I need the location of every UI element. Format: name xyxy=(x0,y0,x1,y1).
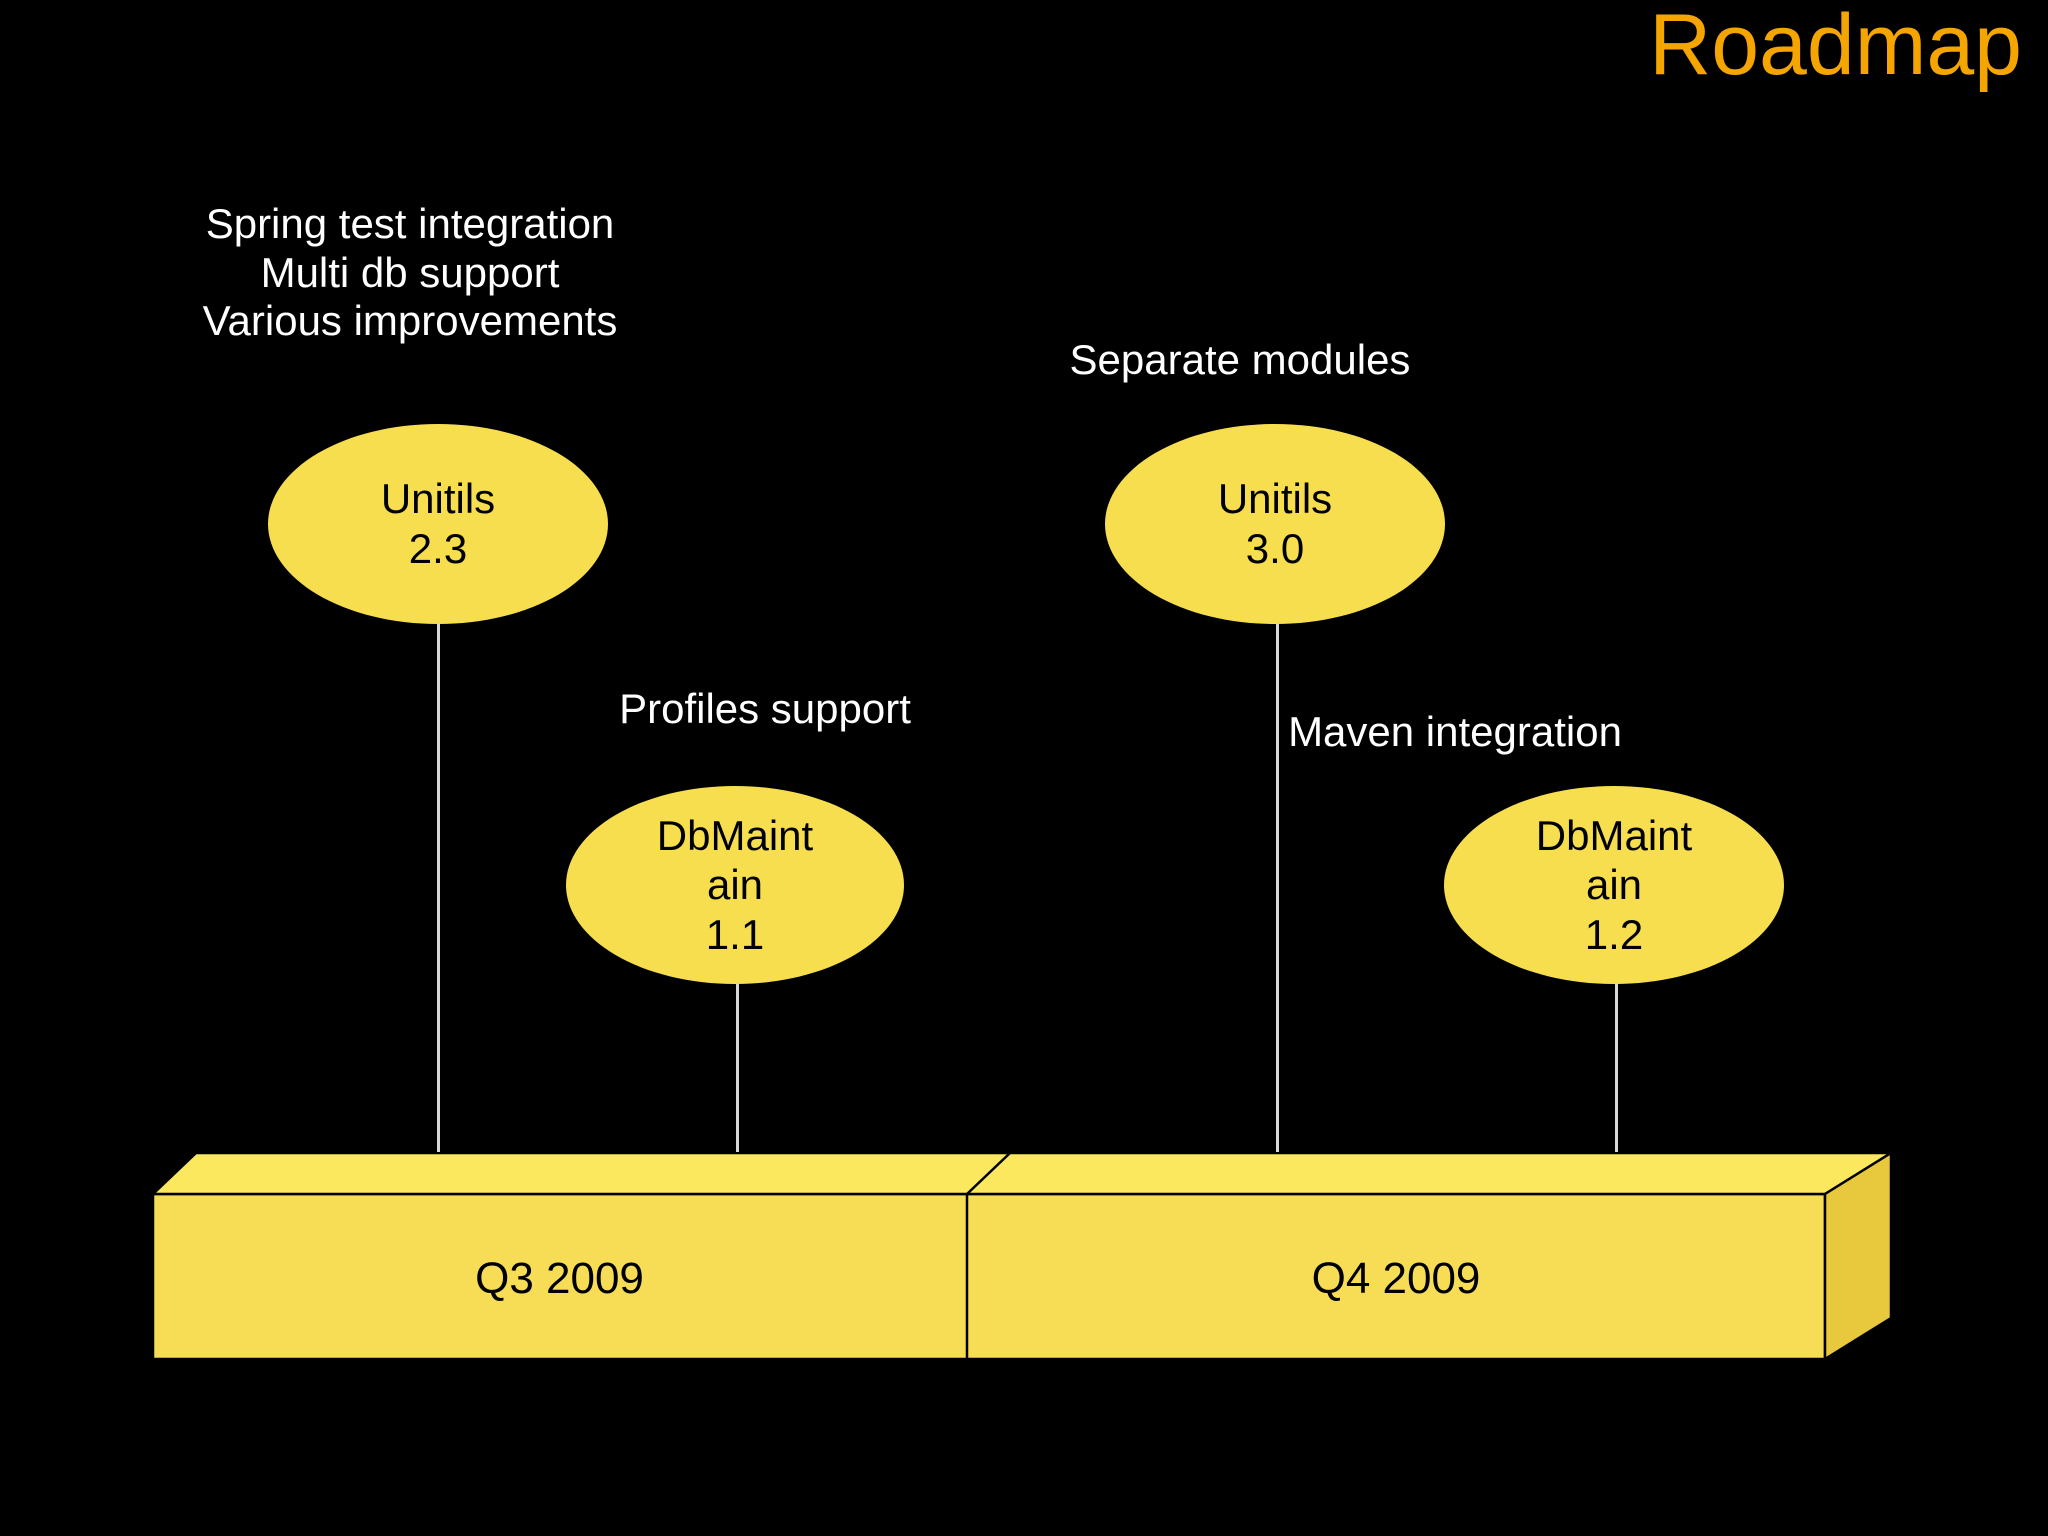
milestone-version: 2.3 xyxy=(408,525,468,572)
timeline-svg xyxy=(152,1152,1892,1360)
milestone-dbmaintain-11[interactable]: DbMaint ain 1.1 xyxy=(566,786,904,984)
milestone-unitils-30[interactable]: Unitils 3.0 xyxy=(1105,424,1445,624)
milestone-version: 1.2 xyxy=(1584,910,1644,958)
dbmaintain-11-callout: Profiles support xyxy=(525,685,1005,734)
timeline-segment-q4-label: Q4 2009 xyxy=(1311,1254,1481,1303)
timeline-top-face xyxy=(152,1152,1892,1196)
timeline-side-face xyxy=(1823,1152,1892,1360)
milestone-product-cont: ain xyxy=(1585,861,1643,909)
callout-line: Various improvements xyxy=(202,297,618,345)
timeline-segment-q3-label: Q3 2009 xyxy=(475,1254,644,1303)
milestone-product-cont: ain xyxy=(706,861,764,909)
timeline-bar: Q3 2009 Q4 2009 xyxy=(152,1152,1892,1360)
milestone-product: DbMaint xyxy=(656,811,814,859)
callout-line: Multi db support xyxy=(260,248,560,296)
milestone-product: Unitils xyxy=(1217,475,1333,523)
callout-line: Maven integration xyxy=(1288,708,1622,755)
milestone-product: DbMaint xyxy=(1535,811,1693,859)
milestone-version: 3.0 xyxy=(1245,525,1305,572)
unitils-30-callout: Separate modules xyxy=(1000,336,1480,385)
connector-dbmaintain-11 xyxy=(736,955,739,1160)
timeline-front-face xyxy=(152,1192,1827,1360)
connector-dbmaintain-12 xyxy=(1615,955,1618,1160)
unitils-23-callout: Spring test integration Multi db support… xyxy=(155,200,665,346)
connector-unitils-23 xyxy=(437,620,440,1160)
page-title: Roadmap xyxy=(1649,0,2022,93)
dbmaintain-12-callout: Maven integration xyxy=(1190,708,1720,757)
milestone-dbmaintain-12[interactable]: DbMaint ain 1.2 xyxy=(1444,786,1784,984)
milestone-version: 1.1 xyxy=(705,910,765,958)
timeline-divider-top xyxy=(966,1152,1011,1195)
callout-line: Spring test integration xyxy=(205,200,615,247)
callout-line: Profiles support xyxy=(619,685,911,732)
callout-line: Separate modules xyxy=(1069,336,1411,383)
connector-unitils-30 xyxy=(1276,620,1279,1160)
milestone-unitils-23[interactable]: Unitils 2.3 xyxy=(268,424,608,624)
milestone-product: Unitils xyxy=(380,475,496,523)
